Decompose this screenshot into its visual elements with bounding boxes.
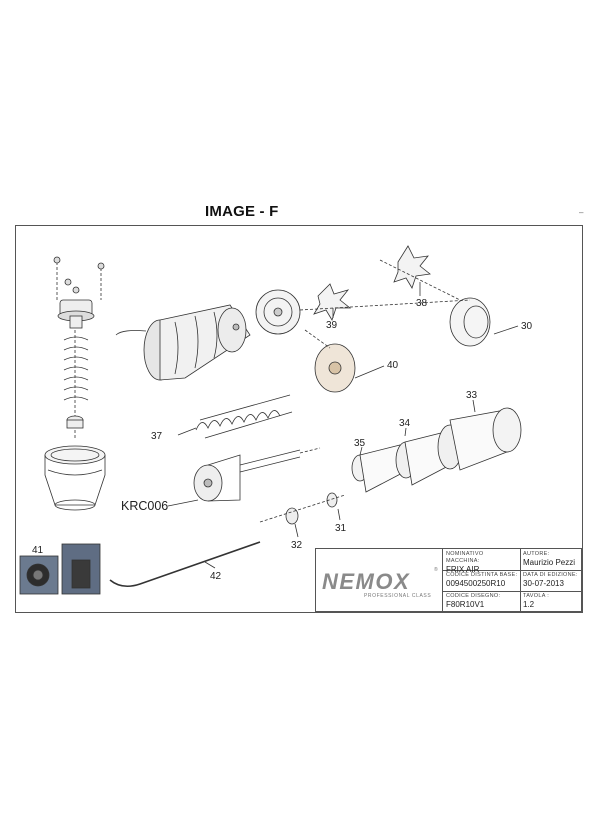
title-block: NEMOX ® PROFESSIONAL CLASS Nominativo ma… xyxy=(315,548,583,612)
drawing-code-value: F80R10V1 xyxy=(446,600,485,609)
registered-mark: ® xyxy=(434,567,438,573)
date-value: 30-07-2013 xyxy=(523,579,564,588)
drawing-code-cell: Codice disegno: F80R10V1 xyxy=(446,593,518,609)
shaft-assembly xyxy=(193,447,321,502)
brand-subtitle: PROFESSIONAL CLASS xyxy=(364,593,432,599)
drawing-frame xyxy=(15,225,583,613)
corner-mark: – xyxy=(579,208,584,217)
machine-value: FRIX AIR xyxy=(446,565,480,574)
drawing-code-label: Codice disegno: xyxy=(446,593,501,599)
callout-40: 40 xyxy=(387,360,399,371)
brand-logo: NEMOX xyxy=(322,569,411,594)
callout-35: 35 xyxy=(354,438,366,449)
date-cell: Data di edizione: 30-07-2013 xyxy=(523,572,581,588)
cylinders xyxy=(351,407,522,493)
callout-41: 41 xyxy=(32,545,44,556)
author-value: Maurizio Pezzi xyxy=(523,558,576,567)
author-label: Autore: xyxy=(523,551,550,557)
spring xyxy=(195,410,281,431)
machine-label: Nominativo macchina: xyxy=(446,551,484,564)
fans xyxy=(299,245,491,393)
callout-30: 30 xyxy=(521,321,533,332)
callout-31: 31 xyxy=(335,523,347,534)
table-value: 1.2 xyxy=(523,600,535,609)
logo-cell: NEMOX ® PROFESSIONAL CLASS xyxy=(316,549,443,612)
author-cell: Autore: Maurizio Pezzi xyxy=(523,551,581,567)
page-title: IMAGE - F xyxy=(205,203,279,220)
motor xyxy=(115,289,301,381)
table-cell: Tavola : 1.2 xyxy=(523,593,581,609)
callout-34: 34 xyxy=(399,418,411,429)
callout-39: 39 xyxy=(326,320,338,331)
callout-38: 38 xyxy=(416,298,428,309)
table-label: Tavola : xyxy=(523,593,550,599)
bom-cell: Codice distinta base: 0094500250R10 xyxy=(446,572,520,588)
callout-37: 37 xyxy=(151,431,163,442)
callout-33: 33 xyxy=(466,390,478,401)
callout-krc006: KRC006 xyxy=(121,499,168,513)
date-label: Data di edizione: xyxy=(523,572,578,578)
machine-cell: Nominativo macchina: FRIX AIR xyxy=(446,551,518,574)
probe xyxy=(109,541,261,588)
left-assembly xyxy=(44,256,106,511)
bom-label: Codice distinta base: xyxy=(446,572,518,578)
callout-32: 32 xyxy=(291,540,303,551)
bom-value: 0094500250R10 xyxy=(446,579,506,588)
callout-42: 42 xyxy=(210,571,222,582)
